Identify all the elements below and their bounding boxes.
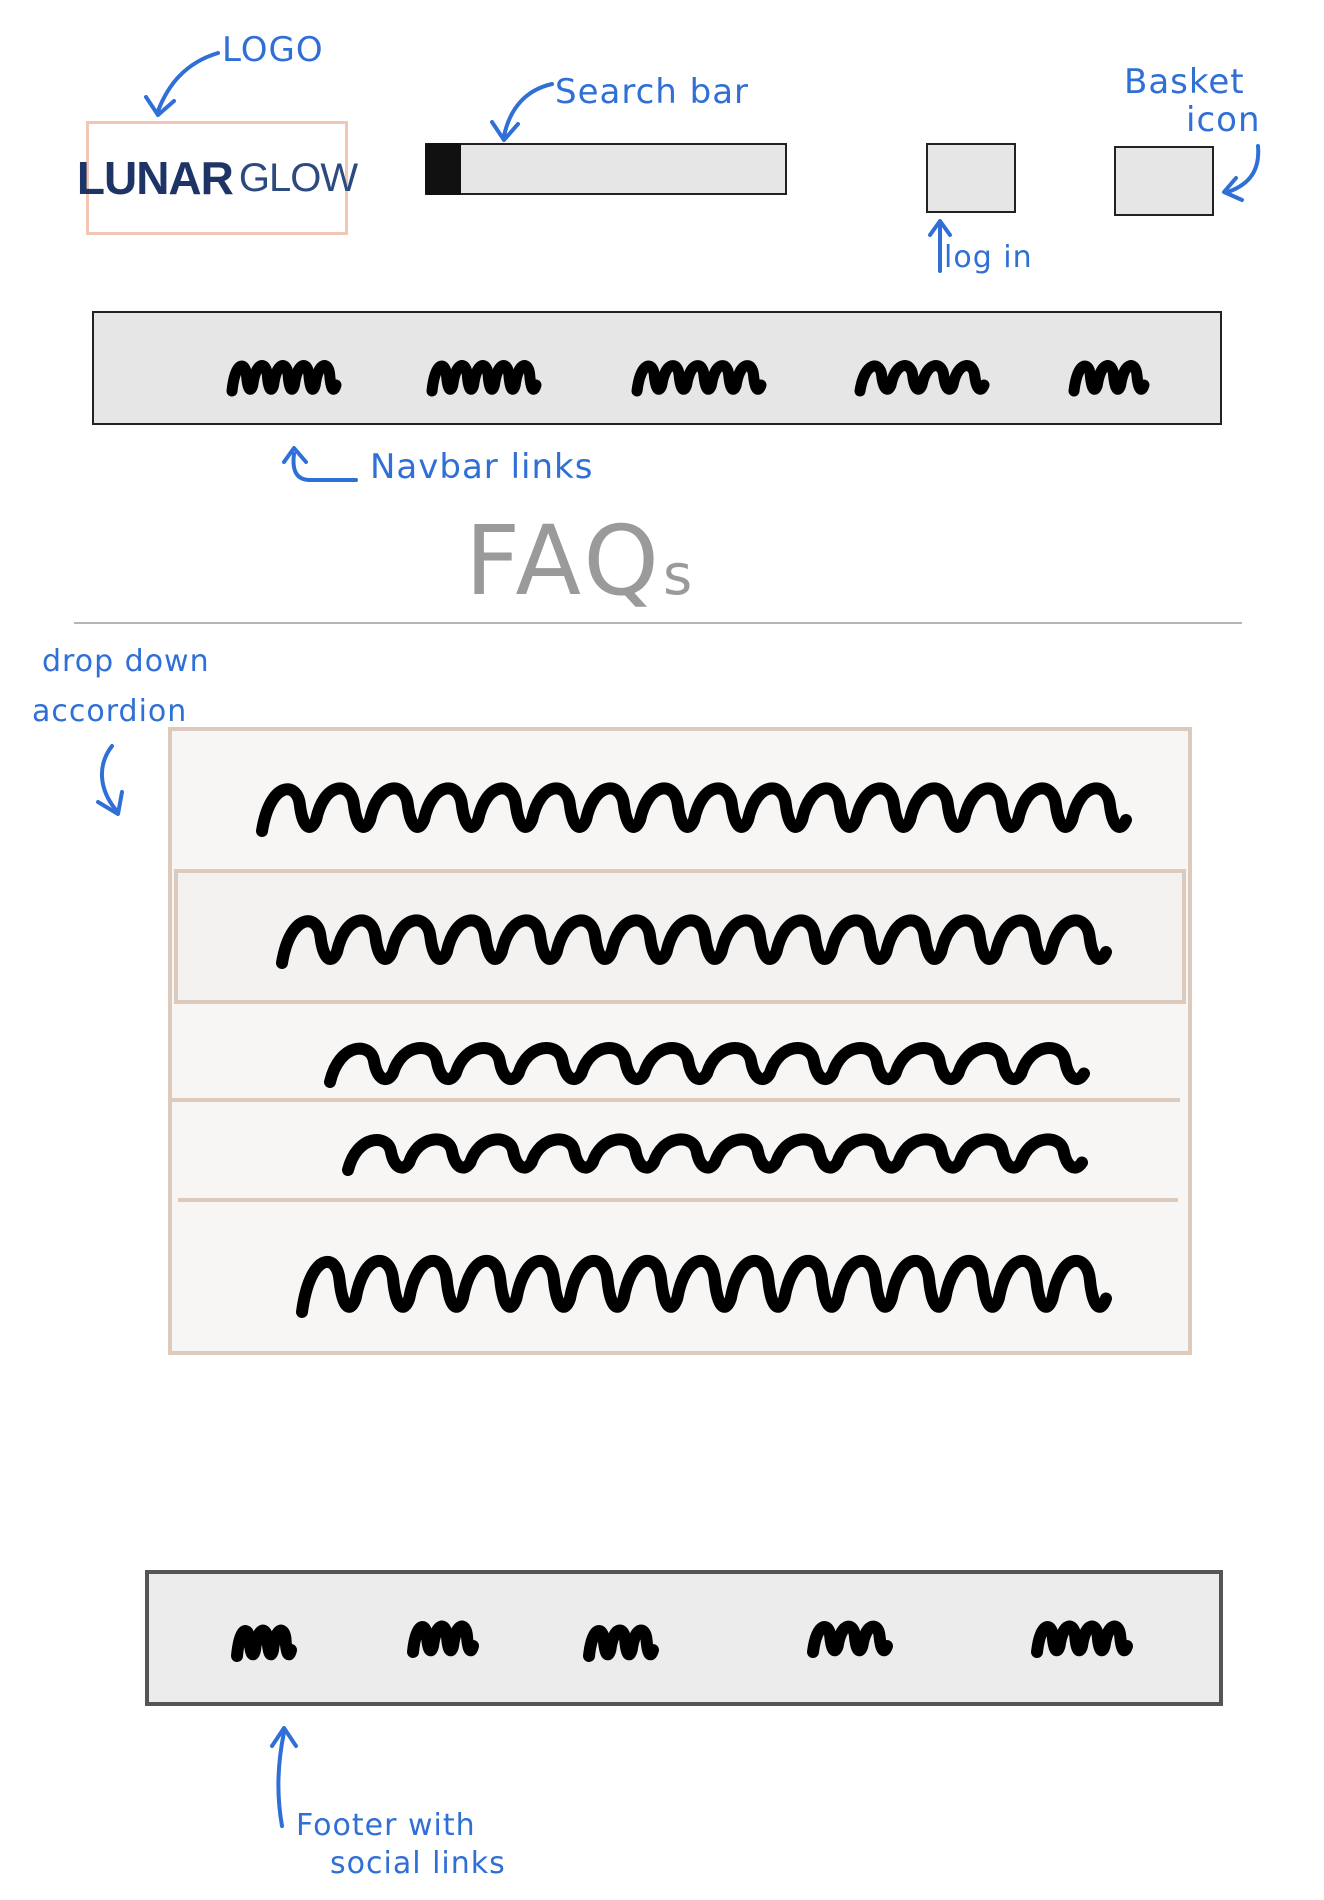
page-title: FAQs — [465, 505, 696, 617]
accordion-item-4-text — [342, 1133, 1088, 1176]
accordion-item-4[interactable] — [172, 1102, 1188, 1198]
accordion-divider — [168, 1098, 1180, 1102]
accordion-annotation-line2: accordion — [32, 694, 188, 729]
logo[interactable]: LUNAR GLOW — [77, 121, 358, 235]
navbar-link-5[interactable] — [1066, 351, 1152, 401]
footer-social-link-2[interactable] — [405, 1612, 481, 1662]
footer-social-link-4[interactable] — [805, 1612, 895, 1662]
basket-icon[interactable] — [1114, 146, 1214, 216]
logo-text-lunar: LUNAR — [76, 152, 234, 204]
footer — [145, 1570, 1223, 1706]
footer-social-link-1[interactable] — [229, 1616, 299, 1666]
accordion-divider — [178, 1198, 1178, 1202]
footer-social-link-3[interactable] — [581, 1616, 661, 1666]
navbar-arrow-icon — [282, 446, 358, 482]
search-bar-arrow-icon — [490, 82, 554, 142]
page-title-main: FAQ — [465, 505, 663, 617]
faq-accordion — [168, 727, 1192, 1355]
navbar-annotation: Navbar links — [370, 447, 594, 487]
accordion-item-1[interactable] — [172, 731, 1188, 869]
page-title-suffix: s — [662, 543, 697, 608]
basket-arrow-icon — [1222, 144, 1261, 202]
accordion-item-2[interactable] — [174, 869, 1186, 1004]
search-input[interactable] — [425, 143, 787, 195]
accordion-item-5[interactable] — [172, 1202, 1188, 1352]
login-annotation: log in — [944, 240, 1033, 275]
footer-arrow-icon — [270, 1726, 298, 1828]
accordion-item-3-text — [324, 1042, 1090, 1088]
navbar-link-3[interactable] — [629, 351, 769, 401]
search-bar-annotation: Search bar — [555, 72, 750, 112]
search-button-icon[interactable] — [425, 143, 461, 195]
accordion-item-3[interactable] — [172, 1007, 1188, 1107]
logo-text-glow: GLOW — [238, 155, 358, 200]
navbar-link-1[interactable] — [224, 351, 344, 401]
title-divider — [74, 622, 1242, 624]
accordion-annotation-line1: drop down — [42, 644, 210, 679]
accordion-item-5-text — [296, 1254, 1112, 1318]
footer-social-link-5[interactable] — [1029, 1612, 1135, 1662]
navbar — [92, 311, 1222, 425]
accordion-arrow-icon — [96, 744, 124, 816]
footer-annotation-line2: social links — [330, 1846, 506, 1881]
accordion-item-2-text — [276, 914, 1112, 969]
navbar-link-4[interactable] — [852, 351, 992, 401]
login-arrow-icon — [928, 219, 952, 273]
logo-arrow-icon — [144, 51, 220, 117]
navbar-link-2[interactable] — [424, 351, 544, 401]
footer-annotation-line1: Footer with — [296, 1808, 476, 1843]
accordion-item-1-text — [256, 782, 1132, 837]
basket-annotation-line2: icon — [1186, 100, 1261, 140]
login-button[interactable] — [926, 143, 1016, 213]
logo-annotation: LOGO — [222, 30, 324, 70]
basket-annotation-line1: Basket — [1124, 62, 1245, 102]
